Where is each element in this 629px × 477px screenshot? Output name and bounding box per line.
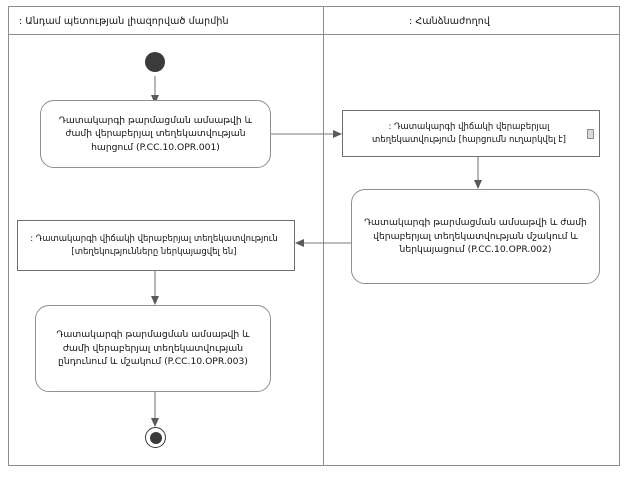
action-node-opr-001[interactable]: Դատակարգի թարմացման ամսաթվի և ժամի վերաբ… <box>40 100 271 168</box>
action-node-opr-003[interactable]: Դատակարգի թարմացման ամսաթվի և ժամի վերաբ… <box>35 305 271 392</box>
object-node-info-presented[interactable]: : Դատակարգի վիճակի վերաբերյալ տեղեկատվու… <box>17 220 295 271</box>
action-node-opr-002-label: Դատակարգի թարմացման ամսաթվի և ժամի վերաբ… <box>364 217 587 256</box>
partition-title-commission: : Հանձնաժողով <box>409 16 490 27</box>
final-node <box>145 427 166 448</box>
object-node-request-sent-label: : Դատակարգի վիճակի վերաբերյալ տեղեկատվու… <box>372 122 566 145</box>
action-node-opr-003-label: Դատակարգի թարմացման ամսաթվի և ժամի վերաբ… <box>56 329 250 368</box>
initial-node <box>145 52 165 72</box>
partition-title-member-state-authority: : Անդամ պետության լիազորված մարմին <box>19 16 229 27</box>
partition-divider <box>323 7 324 465</box>
action-node-opr-001-label: Դատակարգի թարմացման ամսաթվի և ժամի վերաբ… <box>58 114 253 153</box>
object-stereotype-icon <box>587 128 594 139</box>
object-node-request-sent[interactable]: : Դատակարգի վիճակի վերաբերյալ տեղեկատվու… <box>342 110 600 157</box>
object-node-info-presented-label: : Դատակարգի վիճակի վերաբերյալ տեղեկատվու… <box>30 234 278 257</box>
action-node-opr-002[interactable]: Դատակարգի թարմացման ամսաթվի և ժամի վերաբ… <box>351 189 600 284</box>
partition-header-rule <box>9 34 619 35</box>
